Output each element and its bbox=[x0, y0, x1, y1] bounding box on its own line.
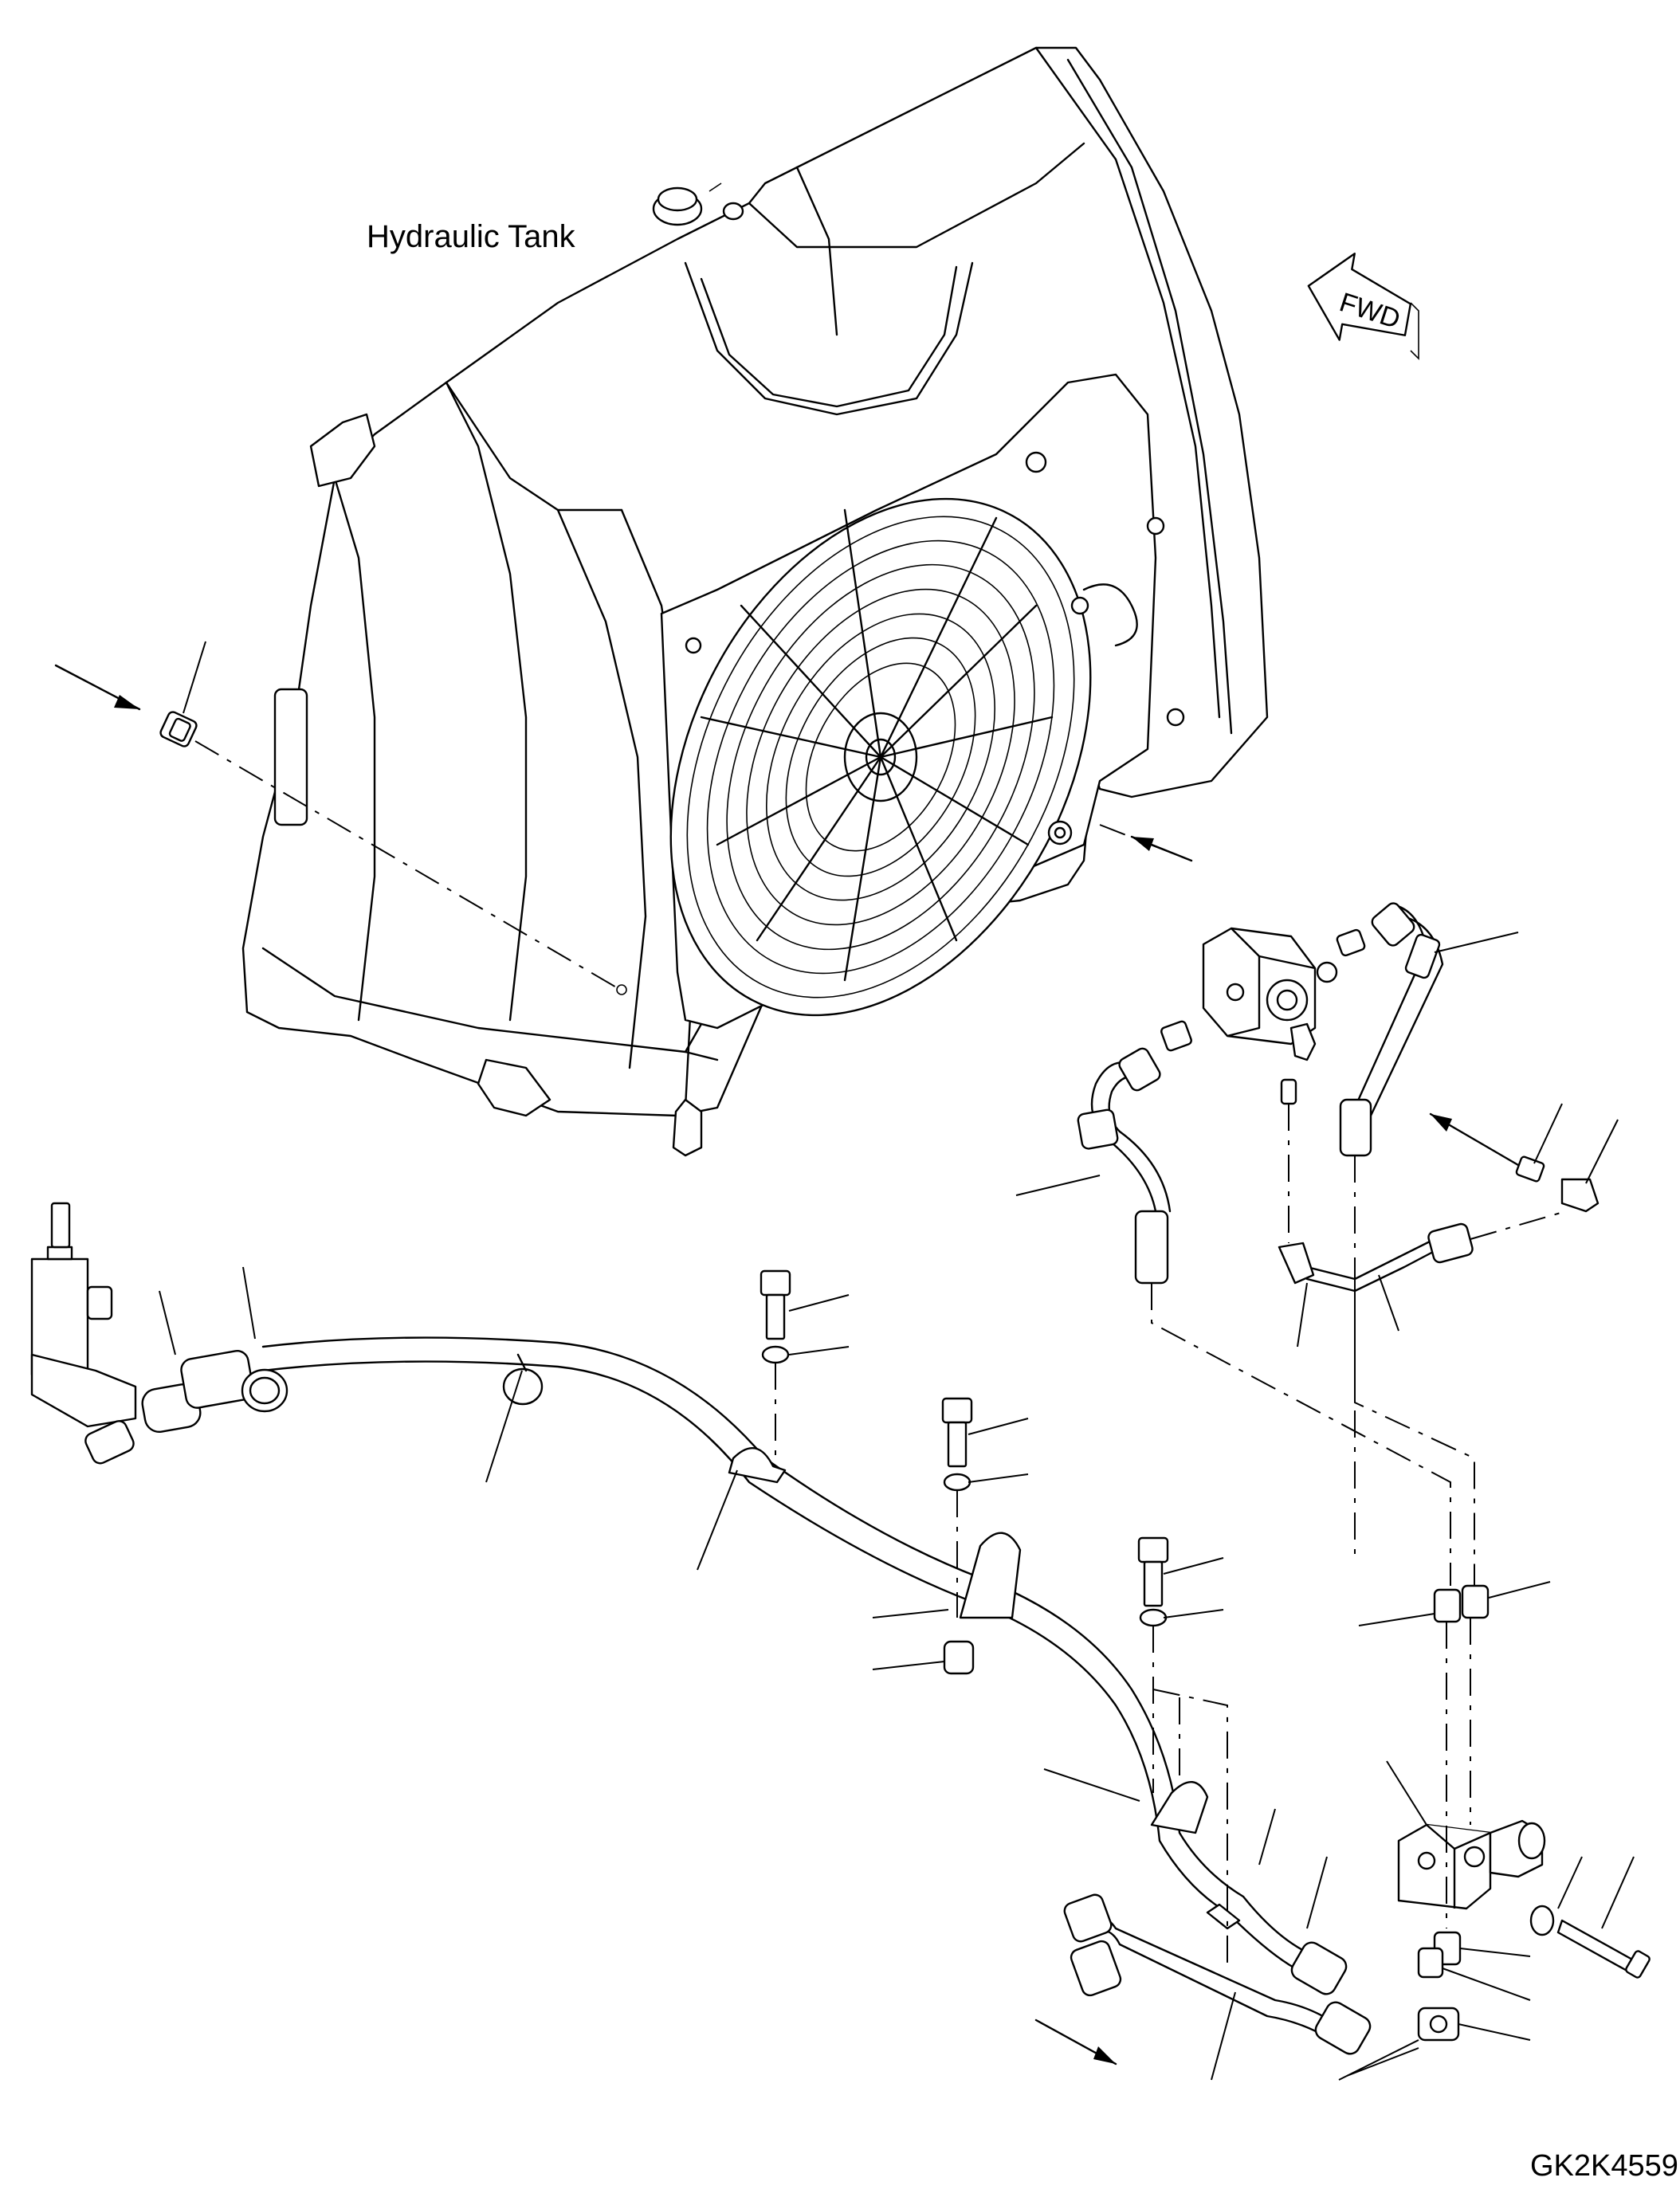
fan-pump-assembly bbox=[1099, 824, 1366, 1243]
long-hose-assembly bbox=[30, 1202, 1372, 2066]
pump-outlet-hose bbox=[1339, 902, 1519, 1554]
right-fittings bbox=[1278, 1103, 1619, 1348]
pump-inlet-hose bbox=[1015, 1047, 1172, 1323]
routing-lines bbox=[1151, 1283, 1475, 1968]
hydraulic-tank-label: Hydraulic Tank bbox=[367, 219, 576, 254]
drawing-id: GK2K4559 bbox=[1530, 2149, 1678, 2183]
callout-leaders bbox=[159, 1266, 1419, 2081]
fwd-direction-arrow: FWD bbox=[1307, 253, 1419, 360]
lower-valve-block bbox=[1346, 1581, 1651, 2077]
tank-plug-fitting bbox=[54, 641, 627, 995]
cooling-fan bbox=[669, 451, 1185, 1017]
bolts-washers bbox=[760, 1269, 1224, 1793]
